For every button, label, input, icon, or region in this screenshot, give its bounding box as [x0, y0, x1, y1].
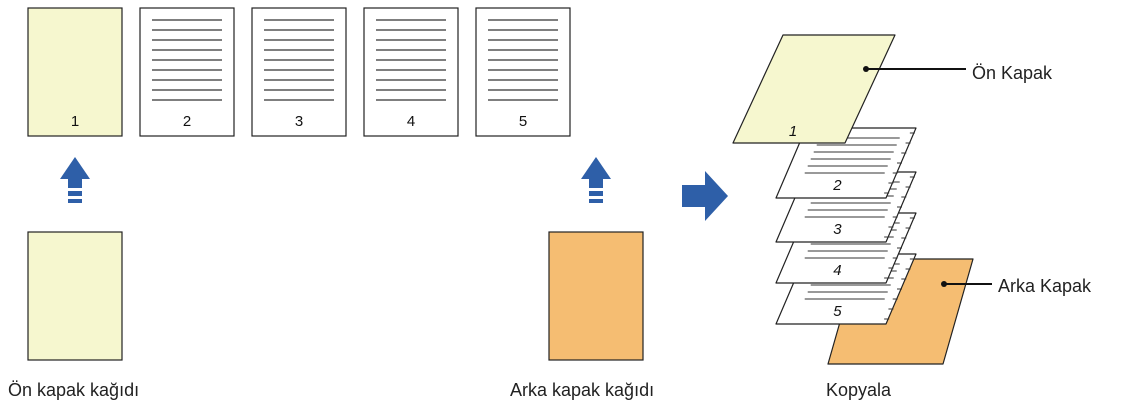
arrow-shaft [589, 179, 603, 188]
original-pages: 1 2 3 4 5 [27, 7, 571, 137]
arrow-right-shape [682, 171, 728, 221]
back-cover-callout [941, 281, 992, 287]
original-page-3: 3 [251, 7, 347, 137]
arrow-dash [589, 199, 603, 203]
arrow-head [581, 157, 611, 179]
original-page-2: 2 [139, 7, 235, 137]
page-sheet [475, 7, 571, 137]
page-number: 5 [519, 113, 527, 130]
right-arrow [682, 171, 728, 221]
page-number: 2 [832, 177, 842, 194]
page-number: 2 [183, 113, 191, 130]
page-number: 1 [71, 113, 79, 130]
page-number: 5 [833, 303, 842, 320]
original-page-5: 5 [475, 7, 571, 137]
page-number: 3 [833, 221, 842, 238]
front-cover-label: Ön Kapak [972, 63, 1053, 83]
back-cover-paper-label: Arka kapak kağıdı [510, 380, 655, 400]
page-sheet [139, 7, 235, 137]
front-cover-sheet: 1 [732, 34, 896, 144]
arrow-shaft [68, 179, 82, 188]
back-cover-paper [548, 231, 644, 361]
up-arrow-front [60, 157, 90, 203]
cover-sheet [732, 34, 896, 144]
page-sheet [251, 7, 347, 137]
front-cover-callout [863, 66, 966, 72]
page-number: 4 [407, 113, 415, 130]
page-sheet [363, 7, 459, 137]
page-number: 4 [833, 262, 841, 279]
back-cover-label: Arka Kapak [998, 276, 1092, 296]
callouts [863, 66, 992, 287]
copied-stack: 5 4 3 2 1 [732, 34, 974, 365]
front-cover-paper-label: Ön kapak kağıdı [8, 380, 140, 400]
page-number: 3 [295, 113, 303, 130]
front-cover-paper [27, 231, 123, 361]
page-sheet [27, 7, 123, 137]
arrow-dash [68, 191, 82, 196]
arrow-dash [589, 191, 603, 196]
arrows [60, 157, 728, 221]
stack-page-2: 2 [775, 127, 917, 199]
original-page-4: 4 [363, 7, 459, 137]
up-arrow-back [581, 157, 611, 203]
arrow-dash [68, 199, 82, 203]
cover-papers [27, 231, 644, 361]
copy-label: Kopyala [826, 380, 892, 400]
original-page-1: 1 [27, 7, 123, 137]
arrow-head [60, 157, 90, 179]
page-number: 1 [789, 123, 797, 140]
